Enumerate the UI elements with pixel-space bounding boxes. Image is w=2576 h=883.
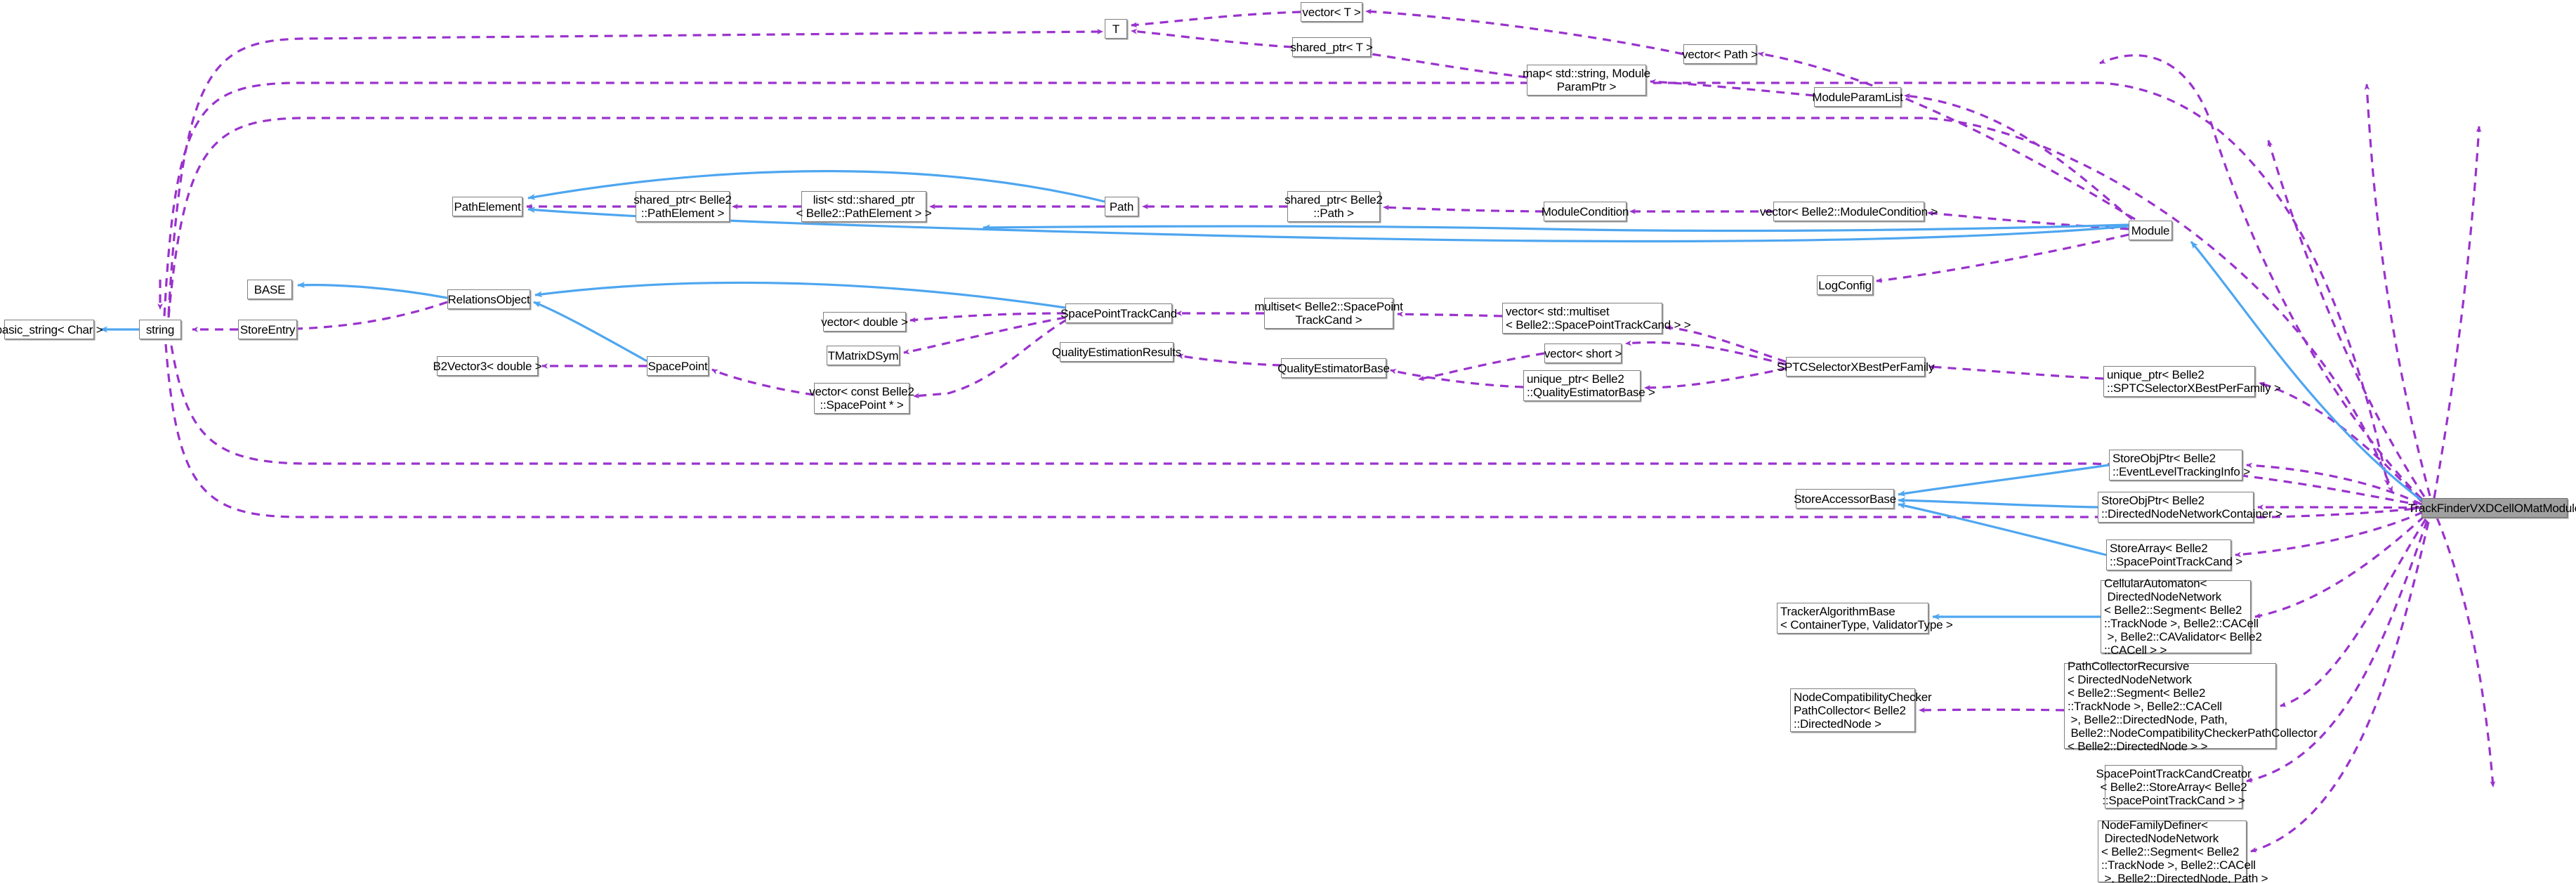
edge-tf-uniqueptrsel: [2259, 381, 2423, 503]
node-vector_modulecondition[interactable]: vector< Belle2::ModuleCondition >: [1760, 202, 1938, 221]
edge-sptcsel-uniqueptrqeb: [1644, 367, 1788, 391]
node-vector_t[interactable]: vector< T >: [1301, 2, 1362, 22]
node-pathelement[interactable]: PathElement: [452, 197, 523, 216]
node-shared_ptr_path[interactable]: shared_ptr< Belle2 ::Path >: [1284, 191, 1383, 222]
edge-long-string-3: [164, 344, 2417, 519]
node-storeobjptr_dnnc[interactable]: StoreObjPtr< Belle2 ::DirectedNodeNetwor…: [2098, 492, 2282, 523]
edge-relationsobject-storeentry: [241, 301, 448, 332]
node-storeobjptr_elti[interactable]: StoreObjPtr< Belle2 ::EventLevelTracking…: [2109, 450, 2250, 480]
edge-long-t-left: [167, 29, 1103, 315]
node-vector_const_spacepoint[interactable]: vector< const Belle2 ::SpacePoint * >: [809, 383, 914, 414]
edge-storeobjptrdnnc-sab: [1898, 497, 2098, 509]
node-qualityestimationresults[interactable]: QualityEstimationResults: [1052, 342, 1181, 362]
node-modulecondition[interactable]: ModuleCondition: [1542, 202, 1629, 221]
node-nodecompatchecker[interactable]: NodeCompatibilityChecker PathCollector< …: [1790, 688, 1932, 732]
edge-vectorshort-spare: [1418, 352, 1545, 381]
node-sptccreator[interactable]: SpacePointTrackCandCreator < Belle2::Sto…: [2096, 765, 2252, 809]
edge-tf-upper-1: [2099, 54, 2423, 500]
node-vector_path[interactable]: vector< Path >: [1682, 44, 1758, 64]
node-t[interactable]: T: [1105, 19, 1127, 39]
edge-sptc-vectordouble: [909, 312, 1066, 323]
edge-tf-sptccreator: [2246, 520, 2429, 783]
node-storeaccessorbase[interactable]: StoreAccessorBase: [1794, 489, 1896, 509]
edge-sptc-tmatrix: [903, 316, 1066, 355]
node-qualityestimatorbase[interactable]: QualityEstimatorBase: [1277, 358, 1390, 378]
edge-tf-nodefamilydefiner: [2250, 521, 2430, 853]
edge-qeb-qer: [1177, 353, 1282, 367]
edge-tf-storeobjptrelti: [2246, 462, 2422, 506]
edge-tf-module: [2190, 240, 2422, 502]
edge-module-logconfig: [1876, 233, 2129, 283]
node-unique_ptr_qeb[interactable]: unique_ptr< Belle2 ::QualityEstimatorBas…: [1523, 370, 1655, 401]
edge-vectormultiset-multiset: [1397, 311, 1503, 318]
node-basic_string[interactable]: basic_string< Char >: [0, 320, 103, 339]
node-base[interactable]: BASE: [247, 280, 292, 299]
node-b2vector3[interactable]: B2Vector3< double >: [433, 356, 542, 376]
node-path[interactable]: Path: [1105, 197, 1138, 216]
edge-tf-upper-3: [2364, 84, 2431, 497]
edge-vectort-t: [1131, 11, 1301, 28]
node-shared_ptr_t[interactable]: shared_ptr< T >: [1290, 37, 1373, 57]
edge-map-sharedptrt: [1366, 51, 1527, 79]
edge-modulecondition-sharedptrpath: [1383, 204, 1544, 213]
edge-uniqueptrqeb-qeb: [1390, 369, 1524, 388]
edge-uniqueptrsel-sptcsel: [1928, 364, 2104, 380]
node-spacepoint[interactable]: SpacePoint: [647, 356, 709, 376]
node-unique_ptr_sptcselector[interactable]: unique_ptr< Belle2 ::SPTCSelectorXBestPe…: [2103, 366, 2281, 397]
node-storeentry[interactable]: StoreEntry: [238, 320, 297, 339]
edge-path-pathelement: [527, 170, 1105, 203]
node-string[interactable]: string: [139, 320, 181, 339]
node-module[interactable]: Module: [2129, 221, 2172, 240]
node-pathcollectorrecursive[interactable]: PathCollectorRecursive < DirectedNodeNet…: [2064, 660, 2318, 753]
edge-tf-lower-right: [2436, 517, 2496, 787]
node-multiset_sptc[interactable]: multiset< Belle2::SpacePoint TrackCand >: [1254, 298, 1403, 329]
edge-tf-pathcollector: [2280, 518, 2427, 707]
node-trackfindervxdcellomat[interactable]: TrackFinderVXDCellOMatModule: [2408, 498, 2576, 518]
node-storearray_sptc[interactable]: StoreArray< Belle2 ::SpacePointTrackCand…: [2106, 539, 2242, 570]
edge-vectorconstsp-spacepoint: [711, 368, 815, 396]
node-spacepointtrackcand[interactable]: SpacePointTrackCand: [1060, 303, 1177, 323]
edge-sharedptrt-t: [1131, 28, 1293, 48]
edge-sptc-vectorconstsp: [913, 318, 1067, 399]
node-cellularautomaton[interactable]: CellularAutomaton< DirectedNodeNetwork <…: [2101, 577, 2262, 657]
edge-long-string-1: [163, 81, 2390, 485]
node-vector_double[interactable]: vector< double >: [821, 312, 908, 332]
edge-module-vectorpath: [1758, 51, 2136, 221]
edge-module-relationsobject-long: [983, 223, 2129, 233]
edge-long-string-4: [170, 345, 2418, 506]
edge-tf-storearraysptc: [2235, 511, 2424, 558]
edge-storeobjptrelti-sab: [1898, 464, 2110, 497]
edge-vectorpath-vectort: [1365, 8, 1684, 55]
node-tmatrixdsym[interactable]: TMatrixDSym: [827, 346, 900, 365]
node-vector_multiset_sptc[interactable]: vector< std::multiset < Belle2::SpacePoi…: [1502, 303, 1691, 334]
node-list_shared_ptr_pe[interactable]: list< std::shared_ptr < Belle2::PathElem…: [796, 191, 932, 222]
edge-tf-cellularautomaton: [2254, 515, 2426, 619]
edge-sptc-relationsobject: [534, 281, 1066, 309]
edge-storearraysptc-sab: [1898, 502, 2107, 556]
node-relationsobject[interactable]: RelationsObject: [447, 289, 530, 309]
edge-sptcsel-vectorshort: [1625, 340, 1787, 366]
edge-module-moduleparamlist: [1904, 93, 2134, 221]
node-sptcselectorxbest[interactable]: SPTCSelectorXBestPerFamily: [1777, 357, 1934, 377]
node-logconfig[interactable]: LogConfig: [1817, 275, 1873, 295]
edge-tf-storeobjptrdnnc: [2257, 504, 2422, 510]
edge-pathcollector-nodecompat: [1919, 707, 2065, 713]
edge-tf-upper-2: [2267, 140, 2426, 497]
edge-spacepoint-relationsobject: [533, 301, 648, 362]
edge-long-string-2: [167, 117, 2393, 492]
edge-sptcsel-vectormultiset: [1665, 325, 1787, 363]
node-moduleparamlist[interactable]: ModuleParamList: [1812, 87, 1903, 107]
edge-relationsobject-base: [297, 282, 448, 299]
edge-tf-upper-4: [2433, 126, 2482, 499]
node-shared_ptr_pathelement[interactable]: shared_ptr< Belle2 ::PathElement >: [633, 191, 732, 222]
node-nodefamilydefiner[interactable]: NodeFamilyDefiner< DirectedNodeNetwork <…: [2098, 818, 2268, 883]
edge-moduleparamlist-map: [1650, 79, 1815, 97]
node-vector_short[interactable]: vector< short >: [1544, 344, 1622, 363]
node-trackeralgorithmbase[interactable]: TrackerAlgorithmBase < ContainerType, Va…: [1777, 603, 1953, 634]
node-map_string_moduleparam[interactable]: map< std::string, Module ParamPtr >: [1523, 65, 1650, 96]
